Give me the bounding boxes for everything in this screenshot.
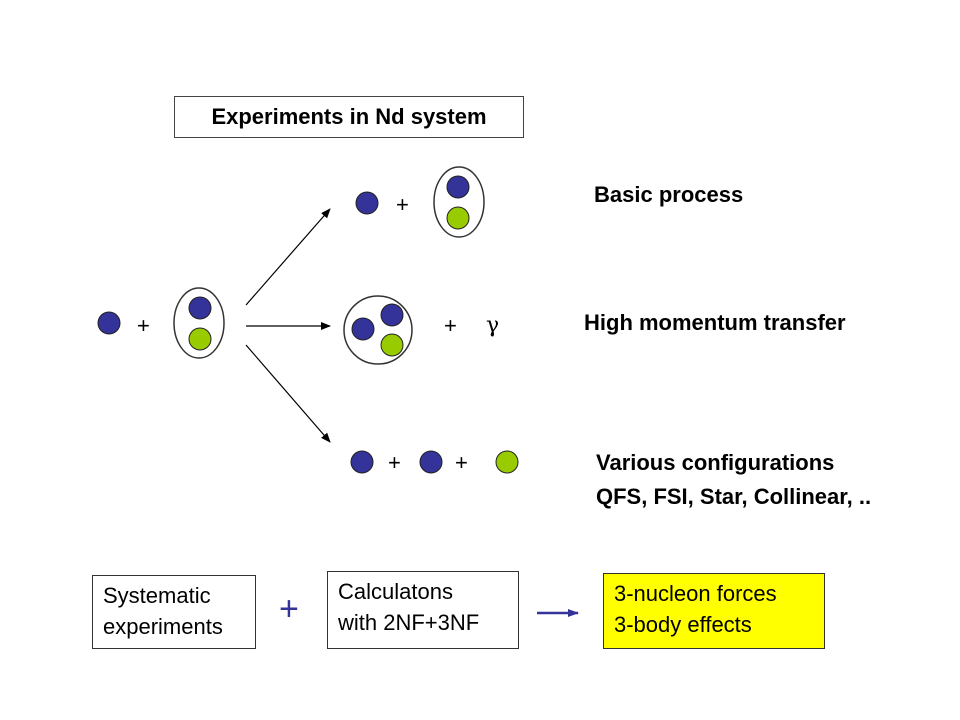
helium3-nucleon3-icon xyxy=(380,333,404,357)
bottom-plus-sign-2: + xyxy=(455,450,468,475)
projectile-nucleon-icon xyxy=(97,311,121,335)
forces-line-2: 3-body effects xyxy=(614,612,752,637)
label-various-configurations: Various configurations xyxy=(596,450,835,475)
bottom-plus-sign-1: + xyxy=(388,450,401,475)
breakup-nucleon1-icon xyxy=(350,450,374,474)
calculations-box: Calculatons with 2NF+3NF xyxy=(327,571,519,649)
top-deuteron-shell-icon xyxy=(433,166,485,238)
top-nucleon-icon xyxy=(355,191,379,215)
top-deuteron-neutron-icon xyxy=(446,206,470,230)
deuteron-proton-icon xyxy=(188,296,212,320)
breakup-nucleon2-icon xyxy=(419,450,443,474)
systematic-line-1: Systematic xyxy=(103,583,211,608)
label-configuration-list: QFS, FSI, Star, Collinear, .. xyxy=(596,484,872,509)
top-plus-sign: + xyxy=(396,192,409,217)
calculations-line-1: Calculatons xyxy=(338,579,453,604)
label-high-momentum: High momentum transfer xyxy=(584,310,846,335)
three-nucleon-forces-box: 3-nucleon forces 3-body effects xyxy=(603,573,825,649)
systematic-line-2: experiments xyxy=(103,614,223,639)
breakup-nucleon3-icon xyxy=(495,450,519,474)
calculations-line-2: with 2NF+3NF xyxy=(338,610,480,635)
bottom-plus-sign: + xyxy=(279,590,299,628)
helium3-shell-icon xyxy=(343,295,413,365)
helium3-nucleon1-icon xyxy=(380,303,404,327)
top-deuteron-proton-icon xyxy=(446,175,470,199)
page-title: Experiments in Nd system xyxy=(174,96,524,138)
deuteron-neutron-icon xyxy=(188,327,212,351)
label-basic-process: Basic process xyxy=(594,182,744,207)
forces-line-1: 3-nucleon forces xyxy=(614,581,777,606)
deuteron-shell-icon xyxy=(173,287,225,359)
systematic-experiments-box: Systematic experiments xyxy=(92,575,256,649)
gamma-symbol: γ xyxy=(486,313,500,338)
middle-plus-sign: + xyxy=(444,313,457,338)
helium3-nucleon2-icon xyxy=(351,317,375,341)
initial-plus-sign: + xyxy=(137,313,150,338)
arrow-bottom xyxy=(245,344,331,443)
arrow-top xyxy=(245,208,331,306)
